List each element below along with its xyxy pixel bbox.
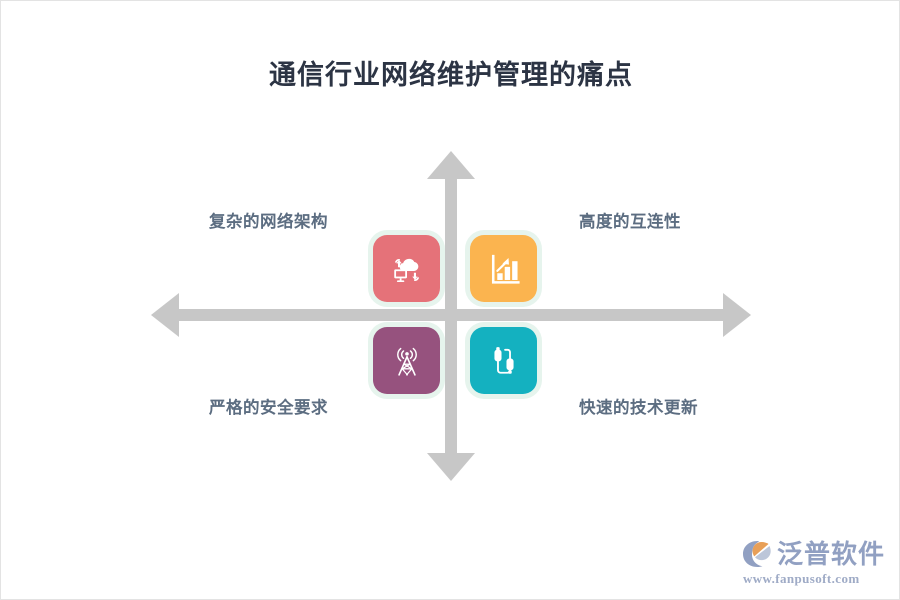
- quadrant-label-bottom-right: 快速的技术更新: [579, 399, 698, 417]
- axis-cross-icon: [151, 151, 751, 481]
- quadrant-label-top-right: 高度的互连性: [579, 213, 681, 231]
- fanpu-swoosh-logo-icon: [741, 539, 773, 569]
- watermark-url: www.fanpusoft.com: [742, 571, 860, 586]
- watermark-logo: 泛普软件 www.fanpusoft.com: [741, 539, 885, 587]
- quadrant-tile-top-right[interactable]: [470, 235, 537, 302]
- radio-tower-icon: [389, 343, 425, 379]
- page-title: 通信行业网络维护管理的痛点: [269, 60, 633, 90]
- quadrant-diagram: 复杂的网络架构 高度的互连性 严格的安全要求 快速的技术更新: [151, 151, 751, 481]
- watermark-brand-row: 泛普软件: [741, 539, 885, 569]
- quadrant-tile-bottom-right[interactable]: [470, 327, 537, 394]
- cloud-sync-monitor-icon: [389, 251, 425, 287]
- bar-chart-growth-icon: [487, 252, 521, 286]
- quadrant-label-bottom-left: 严格的安全要求: [209, 399, 328, 417]
- quadrant-label-top-left: 复杂的网络架构: [209, 213, 328, 231]
- watermark-brand-text: 泛普软件: [776, 539, 885, 569]
- usb-cable-icon: [487, 344, 521, 378]
- quadrant-tile-bottom-left[interactable]: [373, 327, 440, 394]
- quadrant-tile-top-left[interactable]: [373, 235, 440, 302]
